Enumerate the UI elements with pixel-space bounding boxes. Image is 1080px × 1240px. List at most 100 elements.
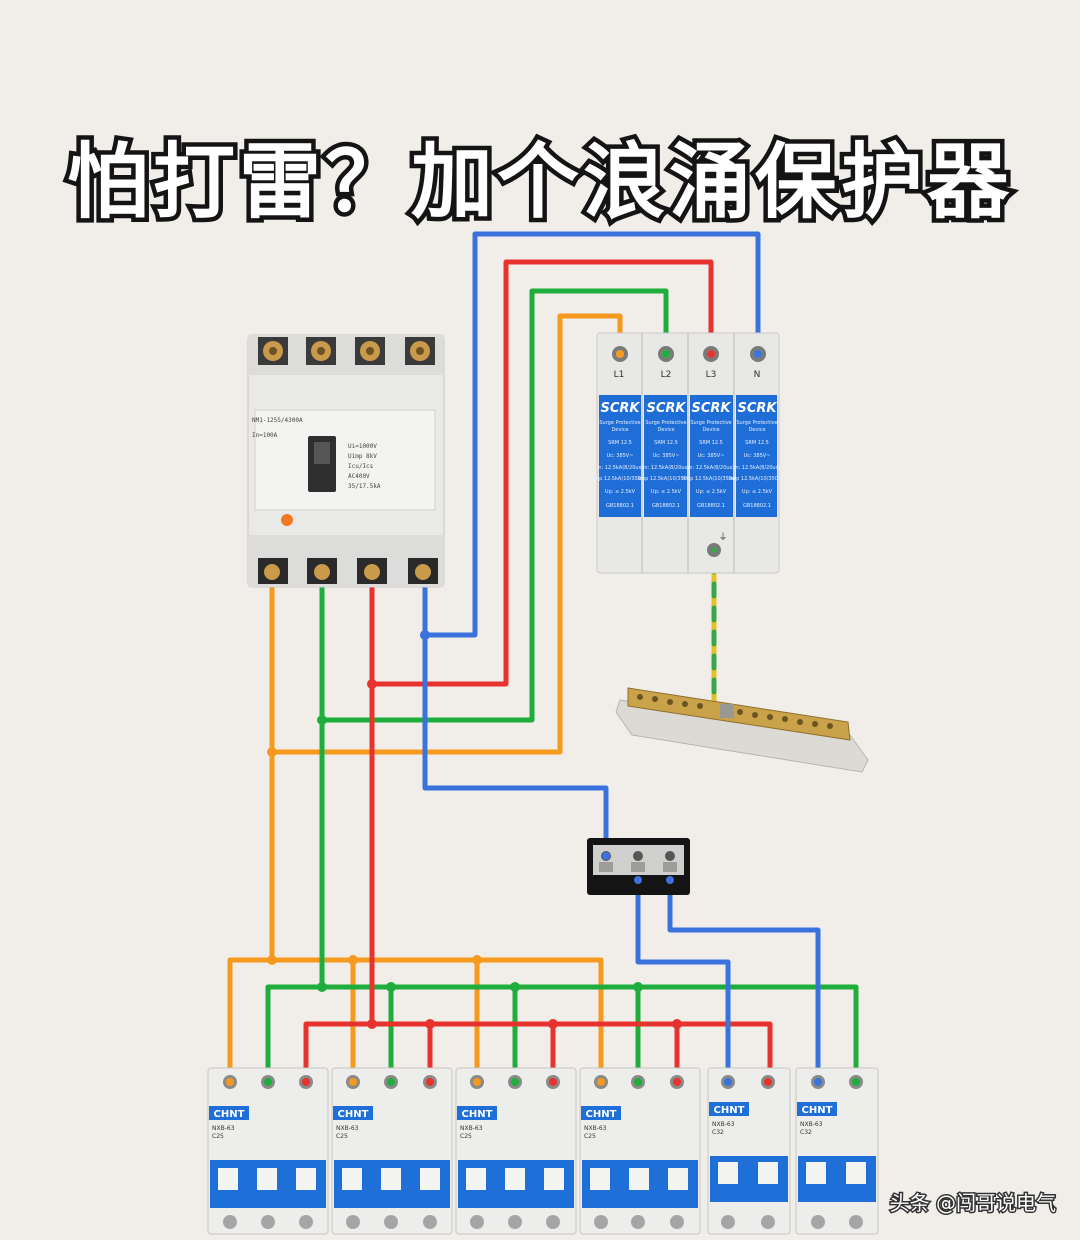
neutral-block-out2-dot [666,876,674,884]
spd-l2-dot [662,350,670,358]
neutral-block-in-dot [602,852,610,860]
spd-module-3-line-3: Uc: 385V~ [698,453,725,459]
mcb4-rating: C25 [584,1133,596,1140]
spd-module-1-line-7: GB18802.1 [606,503,634,509]
mcb5-rating: C32 [712,1129,724,1136]
spd-module-2: SCRK Surge Protective Device SRM 12.5 Uc… [637,395,695,517]
surge-protector[interactable]: L1 L2 L3 N SCRK Surge Protective Device … [591,332,786,574]
mccb-top-terminals [258,337,435,365]
wire-n-to-mcb5 [635,877,731,1083]
mcb4-l3-dot [673,1078,681,1086]
spd-module-2-line-3: Uc: 385V~ [653,453,680,459]
mcb2-l3-dot [426,1078,434,1086]
mcb-2pole-2[interactable]: CHNT NXB-63 C32 [795,1067,879,1235]
mcb1-l3-dot [302,1078,310,1086]
spd-label-l3: L3 [706,370,717,380]
spd-module-4-line-6: Up: ≤ 2.5kV [742,489,773,495]
spd-l3-dot [707,350,715,358]
mcb5-l3-dot [764,1078,772,1086]
junction-l1-2 [348,955,358,965]
mcb-3pole-1[interactable]: CHNT NXB-63 C25 [207,1067,329,1235]
spd-module-4-line-3: Uc: 385V~ [744,453,771,459]
spd-module-3-line-2: SRM 12.5 [699,440,723,446]
spd-module-2-line-1: Device [657,427,674,433]
mccb-spec-2: Icu/Ics [348,463,374,470]
neutral-block-out1-dot [634,876,642,884]
junction-l1-3 [472,955,482,965]
mcb2-l1-dot [349,1078,357,1086]
spd-module-1-line-3: Uc: 385V~ [607,453,634,459]
spd-module-4: SCRK Surge Protective Device SRM 12.5 Uc… [728,395,786,517]
mcb6-model: NXB-63 [800,1121,823,1128]
spd-module-3: SCRK Surge Protective Device SRM 12.5 Uc… [682,395,740,517]
mcb1-model: NXB-63 [212,1125,235,1132]
spd-l1-dot [616,350,624,358]
spd-label-l2: L2 [661,370,672,380]
junction-l2-bus [317,982,327,992]
mccb-rating: In=100A [252,432,278,439]
spd-module-2-brand: SCRK [647,401,687,416]
diagram-title: 怕打雷？加个浪涌保护器 [67,135,1013,230]
junction-l3-4 [672,1019,682,1029]
junction-l3 [367,679,377,689]
junction-l2-3 [510,982,520,992]
mcb3-rating: C25 [460,1133,472,1140]
spd-module-3-line-4: In: 12.5kA(8/20us) [688,465,734,471]
spd-label-n: N [754,370,761,380]
mcb3-brand: CHNT [462,1109,493,1120]
mcb2-model: NXB-63 [336,1125,359,1132]
spd-ground-symbol: ⏚ [718,532,727,543]
mccb-spec-4: 35/17.5kA [348,483,381,490]
junction-l1 [267,747,277,757]
mcb-3pole-2[interactable]: CHNT NXB-63 C25 [331,1067,453,1235]
mcb4-l2-dot [634,1078,642,1086]
mcb4-model: NXB-63 [584,1125,607,1132]
junction-l2-2 [386,982,396,992]
mcb4-brand: CHNT [586,1109,617,1120]
mcb-3pole-3[interactable]: CHNT NXB-63 C25 [455,1067,577,1235]
mccb-spec-1: Uimp 8kV [348,453,377,460]
main-circuit-breaker[interactable]: NM1-125S/4300A In=100A Ui=1000V Uimp 8kV… [247,334,445,588]
spd-module-1-line-1: Device [611,427,628,433]
junction-l1-bus [267,955,277,965]
mcb5-brand: CHNT [714,1105,745,1116]
mcb6-rating: C32 [800,1129,812,1136]
mcb1-brand: CHNT [214,1109,245,1120]
spd-module-2-line-0: Surge Protective [645,420,686,426]
mcb-2pole-1[interactable]: CHNT NXB-63 C32 [707,1067,791,1235]
mcb2-brand: CHNT [338,1109,369,1120]
wire-l3-distribution [303,1021,773,1083]
mcb5-model: NXB-63 [712,1121,735,1128]
junction-l3-bus [367,1019,377,1029]
mcb2-rating: C25 [336,1133,348,1140]
spd-module-1: SCRK Surge Protective Device SRM 12.5 Uc… [591,395,649,517]
mcb3-l3-dot [549,1078,557,1086]
spd-module-2-line-6: Up: ≤ 2.5kV [651,489,682,495]
spd-module-3-line-5: Iimp 12.5kA(10/350us) [682,476,739,482]
mcb5-n-dot [724,1078,732,1086]
junction-l3-3 [548,1019,558,1029]
spd-module-4-line-5: Iimp 12.5kA(10/350us) [728,476,785,482]
wire-l1-distribution [227,957,604,1083]
junction-l3-2 [425,1019,435,1029]
mcb6-n-dot [814,1078,822,1086]
mcb3-l1-dot [473,1078,481,1086]
mccb-model: NM1-125S/4300A [252,417,303,424]
spd-module-3-line-6: Up: ≤ 2.5kV [696,489,727,495]
wire-n-to-mcb6 [667,877,821,1083]
spd-module-4-line-0: Surge Protective [736,420,777,426]
mcb1-l1-dot [226,1078,234,1086]
spd-module-1-line-0: Surge Protective [599,420,640,426]
spd-module-4-line-1: Device [748,427,765,433]
mcb3-l2-dot [511,1078,519,1086]
mccb-spec-0: Ui=1000V [348,443,377,450]
mcb2-l2-dot [387,1078,395,1086]
wire-n-to-spd [422,231,761,638]
mccb-test-button[interactable] [281,514,293,526]
wire-l3-to-spd [369,259,714,687]
mcb-3pole-4[interactable]: CHNT NXB-63 C25 [579,1067,701,1235]
mccb-spec-3: AC400V [348,473,370,480]
spd-module-1-brand: SCRK [601,401,641,416]
mccb-bottom-terminals [258,558,438,584]
spd-module-3-line-1: Device [702,427,719,433]
